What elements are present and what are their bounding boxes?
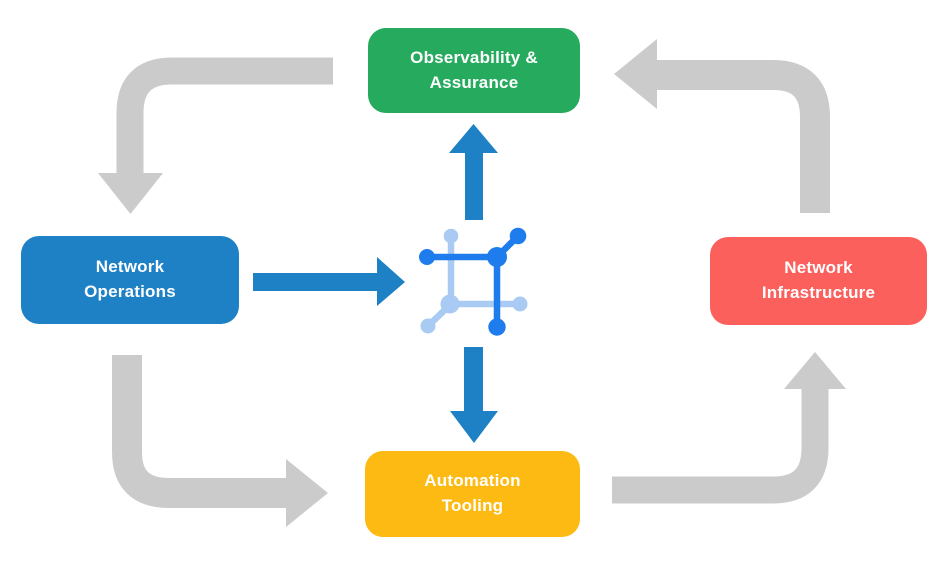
icon-node: [487, 247, 507, 267]
arrow-shaft: [657, 60, 830, 213]
node-automation-tooling: Automation Tooling: [365, 451, 580, 537]
arrow-shaft: [464, 347, 483, 413]
arrow-platform-to-observability: [449, 124, 498, 220]
arrow-shaft: [116, 57, 333, 174]
network-platform-icon: [419, 227, 528, 336]
icon-light-links: [420, 228, 528, 334]
arrow-shaft: [253, 273, 378, 291]
node-operations-label: Network Operations: [84, 257, 176, 301]
arrow-observability-to-operations: [98, 57, 333, 214]
node-network-operations: Network Operations: [21, 236, 239, 324]
node-network-infrastructure: Network Infrastructure: [710, 237, 927, 325]
arrow-head-up: [784, 352, 846, 389]
arrow-head-up: [449, 124, 498, 153]
icon-node: [488, 318, 506, 336]
arrow-head-left: [614, 39, 657, 109]
arrow-head-right: [377, 257, 405, 306]
arrow-operations-to-platform: [253, 257, 405, 306]
arrow-infrastructure-to-observability: [614, 39, 830, 213]
icon-node: [443, 228, 459, 244]
arrow-head-down: [98, 173, 163, 214]
arrow-automation-to-infrastructure: [612, 352, 846, 504]
icon-dark-links: [419, 227, 527, 336]
arrow-shaft: [612, 389, 829, 504]
node-observability-assurance: Observability & Assurance: [368, 28, 580, 113]
node-infrastructure-label: Network Infrastructure: [761, 258, 876, 302]
arrow-operations-to-automation: [112, 355, 328, 527]
icon-node: [420, 318, 436, 334]
icon-node: [512, 296, 528, 312]
icon-node: [419, 249, 435, 265]
node-observability-label: Observability & Assurance: [410, 47, 538, 92]
icon-node: [440, 294, 460, 314]
arrow-head-down: [450, 411, 498, 443]
arrow-head-right: [286, 459, 328, 527]
icon-node: [509, 227, 527, 245]
arrow-shaft: [465, 152, 483, 220]
arrow-platform-to-automation: [450, 347, 498, 443]
arrow-shaft: [112, 355, 286, 508]
node-automation-label: Automation Tooling: [424, 471, 521, 515]
